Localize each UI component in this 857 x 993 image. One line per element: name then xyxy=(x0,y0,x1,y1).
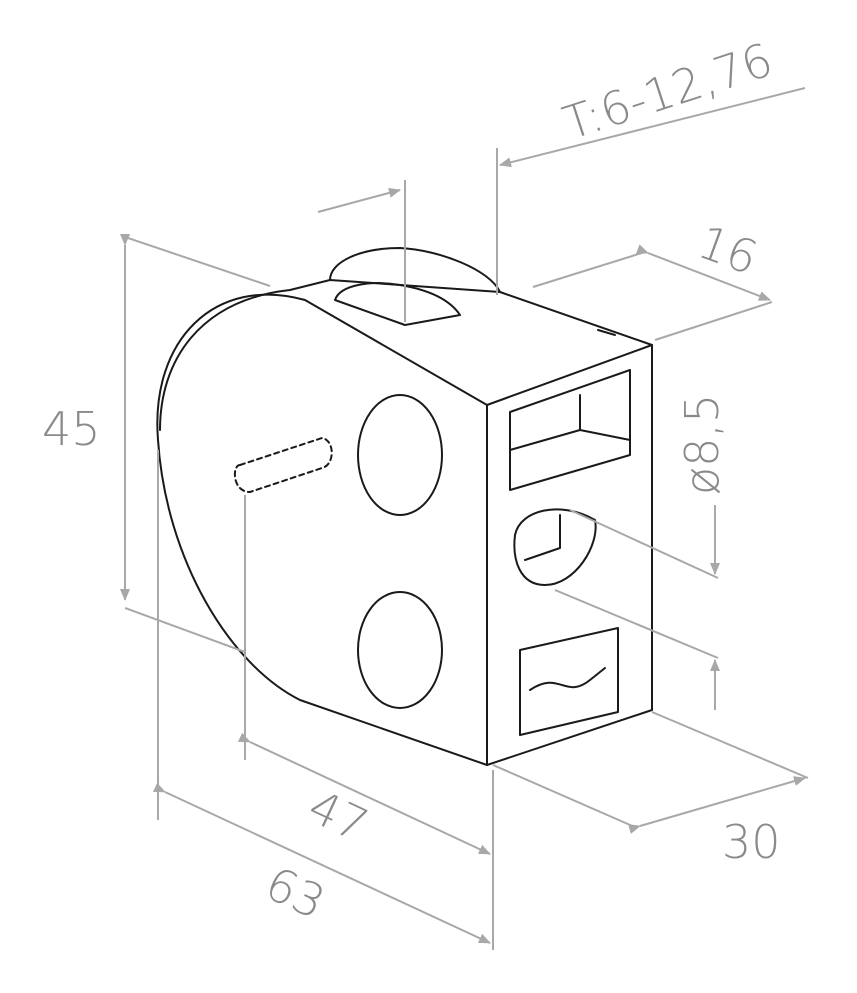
dim-47-label: 47 xyxy=(300,779,376,853)
dim-thickness-label: T:6-12,76 xyxy=(557,32,779,150)
hidden-pin xyxy=(233,437,333,493)
dim-45-label: 45 xyxy=(42,402,101,456)
dim-30-label: 30 xyxy=(722,815,781,869)
clamp-body xyxy=(156,247,653,766)
dim-63-label: 63 xyxy=(257,856,333,930)
dimension-lines xyxy=(120,87,809,950)
mount-hole-lower xyxy=(357,591,443,709)
mount-hole-upper xyxy=(357,394,443,516)
dim-diameter-label: ø8,5 xyxy=(675,394,729,495)
